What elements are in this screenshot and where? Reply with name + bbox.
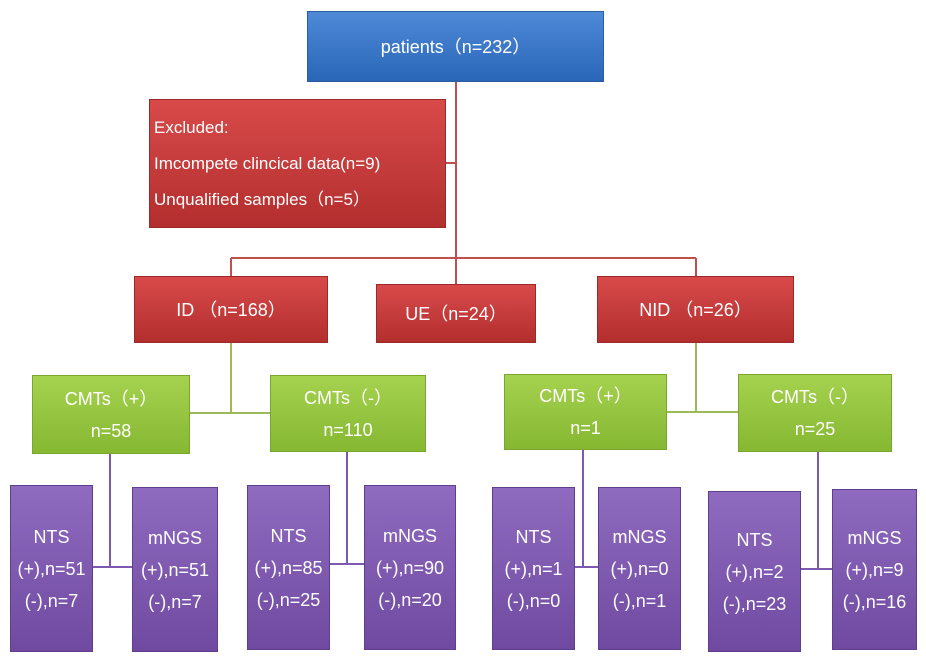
cmts-label: CMTs（-） [304,387,392,408]
test-box-7: NTS (+),n=2 (-),n=23 [708,491,801,652]
cmts-count: n=58 [90,420,132,441]
excluded-box: Excluded: Imcompete clincical data(n=9) … [149,99,446,228]
test-negative: (-),n=0 [506,590,561,611]
excluded-line-1: Imcompete clincical data(n=9) [154,153,381,173]
test-name: NTS [515,526,552,547]
test-negative: (-),n=25 [256,589,321,610]
root-label: patients（n=232） [380,36,531,57]
cmts-label: CMTs（-） [771,387,859,407]
test-box-5: NTS (+),n=1 (-),n=0 [492,487,575,650]
excluded-title: Excluded: [154,117,229,137]
purple-connectors [93,450,832,570]
test-name: NTS [270,525,307,546]
ue-label: UE（n=24） [405,303,507,324]
test-box-6: mNGS (+),n=0 (-),n=1 [598,487,681,650]
test-negative: (-),n=1 [612,590,667,611]
ue-box: UE（n=24） [376,284,536,343]
cmts-count: n=1 [570,418,601,438]
test-positive: (+),n=0 [610,558,669,579]
test-negative: (-),n=7 [148,591,202,612]
test-negative: (-),n=16 [842,591,907,612]
test-positive: (+),n=85 [254,557,323,578]
cmts-label: CMTs（+） [539,386,632,406]
test-name: mNGS [847,527,902,548]
test-name: NTS [736,529,773,550]
green-connectors [190,343,738,414]
cmts-box-1: CMTs（+） n=58 [32,375,190,454]
test-positive: (+),n=90 [375,557,445,578]
test-negative: (-),n=23 [722,593,787,614]
id-box: ID （n=168） [134,276,328,343]
test-name: mNGS [612,526,667,547]
cmts-count: n=110 [323,419,373,440]
test-positive: (+),n=51 [140,559,210,580]
test-box-2: mNGS (+),n=51 (-),n=7 [132,487,218,652]
test-name: mNGS [148,527,202,548]
cmts-count: n=25 [794,419,836,439]
cmts-box-2: CMTs（-） n=110 [270,375,426,452]
test-positive: (+),n=2 [725,561,784,582]
test-negative: (-),n=20 [378,589,442,610]
test-positive: (+),n=51 [17,558,86,579]
test-box-8: mNGS (+),n=9 (-),n=16 [832,489,917,650]
test-box-4: mNGS (+),n=90 (-),n=20 [364,485,456,650]
nid-box: NID （n=26） [597,276,794,343]
excluded-line-2: Unqualified samples（n=5） [154,189,370,209]
test-positive: (+),n=1 [504,558,563,579]
test-name: NTS [33,526,70,547]
test-box-1: NTS (+),n=51 (-),n=7 [10,485,93,652]
cmts-box-4: CMTs（-） n=25 [738,374,892,452]
test-positive: (+),n=9 [845,559,904,580]
test-name: mNGS [383,525,437,546]
cmts-box-3: CMTs（+） n=1 [504,374,667,450]
red-connectors [230,82,697,284]
nid-label: NID （n=26） [639,299,752,320]
test-box-3: NTS (+),n=85 (-),n=25 [247,485,330,650]
root-box: patients（n=232） [307,11,604,82]
id-label: ID （n=168） [176,299,286,320]
test-negative: (-),n=7 [24,590,79,611]
cmts-label: CMTs（+） [64,388,158,409]
